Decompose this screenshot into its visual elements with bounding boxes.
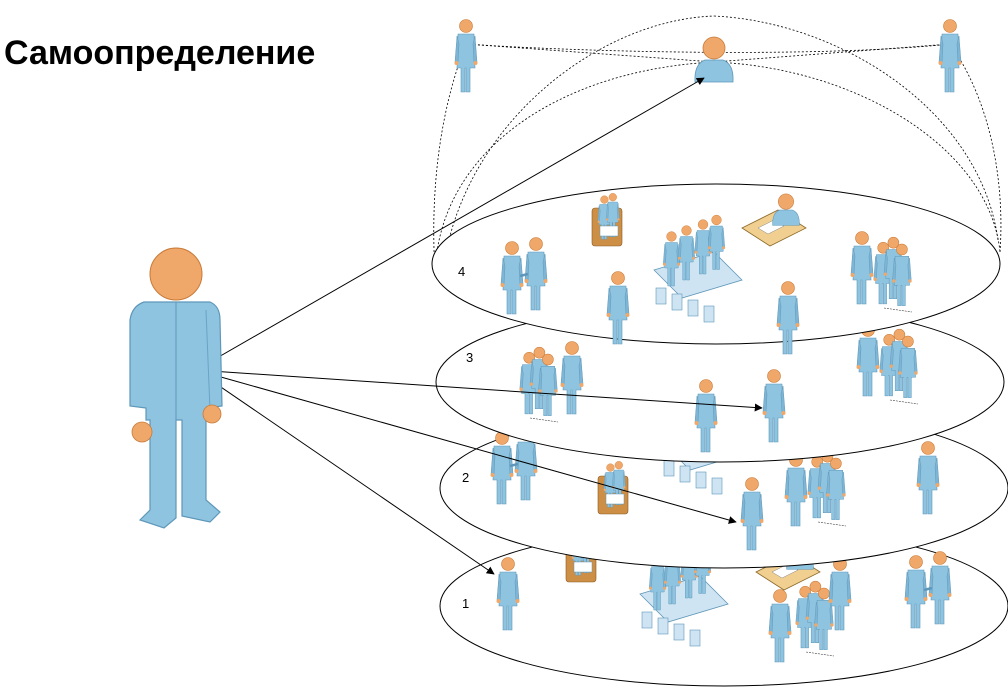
dome-bust-center: [694, 36, 734, 83]
level-3-label: 3: [466, 350, 473, 365]
arrow-to-level-2: [195, 369, 737, 524]
level-1-label: 1: [462, 596, 469, 611]
connector-arrows: [195, 77, 763, 575]
dome-person-right: [938, 19, 962, 93]
main-person-head: [149, 247, 203, 301]
arrow-to-level-1: [195, 369, 495, 575]
level-4-label: 4: [458, 264, 465, 279]
arrow-to-top: [195, 77, 705, 371]
level-4: 4: [431, 183, 1001, 355]
page-title: Самоопределение: [4, 34, 316, 72]
main-person: [129, 247, 223, 529]
level-2-label: 2: [462, 470, 469, 485]
dome-person-left: [454, 19, 478, 93]
arrow-to-level-3: [195, 369, 763, 412]
